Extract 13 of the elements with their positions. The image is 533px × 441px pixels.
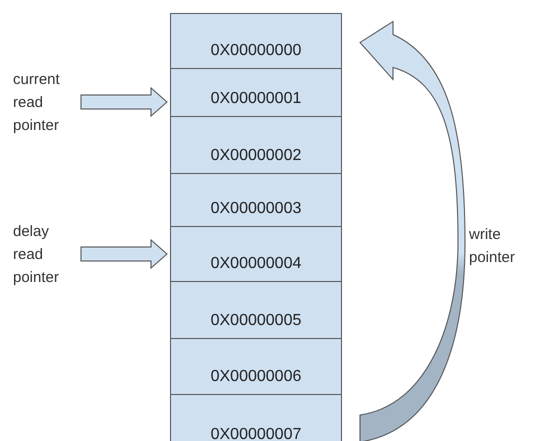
memory-cell: 0X00000005 <box>170 281 342 339</box>
memory-cell: 0X00000007 <box>170 394 342 441</box>
memory-cell: 0X00000000 <box>170 13 342 69</box>
arrow <box>80 86 168 118</box>
memory-cell: 0X00000003 <box>170 173 342 227</box>
arrow <box>80 238 168 270</box>
pointer-label: delay read pointer <box>13 220 81 289</box>
memory-cell: 0X00000004 <box>170 226 342 282</box>
memory-cell: 0X00000001 <box>170 68 342 117</box>
arrow <box>360 21 466 441</box>
pointer-label: current read pointer <box>13 68 81 137</box>
memory-cell: 0X00000006 <box>170 338 342 395</box>
memory-cell: 0X00000002 <box>170 116 342 174</box>
